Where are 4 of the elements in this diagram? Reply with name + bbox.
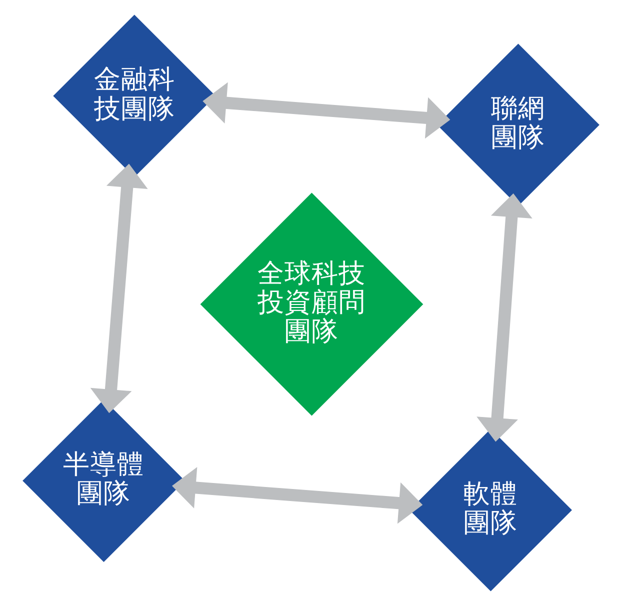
arrow: [202, 82, 450, 139]
arrow: [476, 193, 532, 442]
arrow: [90, 164, 148, 414]
arrow: [171, 467, 422, 524]
